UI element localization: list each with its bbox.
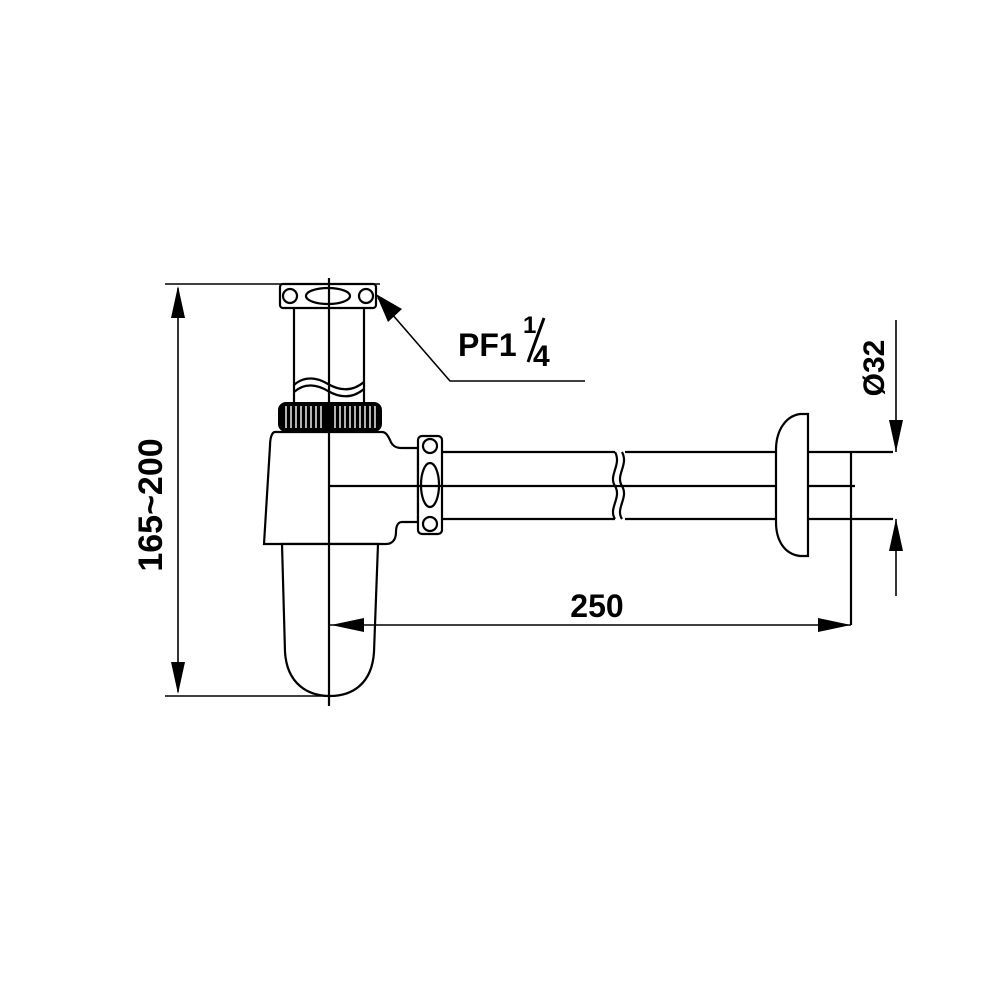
thread-callout: PF1 1 4 — [376, 294, 585, 382]
diameter-dimension: Ø32 — [858, 320, 903, 596]
thread-prefix: PF1 — [458, 327, 517, 363]
height-dimension: 165~200 — [132, 283, 380, 697]
arrow-up-icon — [889, 519, 903, 551]
fraction-slash — [526, 317, 546, 363]
thread-denominator: 4 — [533, 340, 550, 373]
inlet-flange — [278, 282, 378, 310]
height-range-label: 165~200 — [132, 438, 170, 571]
length-label: 250 — [570, 588, 623, 624]
leader-line — [377, 297, 585, 382]
arrow-down-icon — [889, 420, 903, 452]
pipe-diameter-label: Ø32 — [858, 340, 891, 397]
wall-escutcheon — [774, 412, 893, 625]
thread-numerator: 1 — [523, 312, 536, 339]
length-dimension: 250 — [330, 588, 851, 632]
arrow-down-icon — [171, 662, 185, 694]
arrow-left-icon — [331, 618, 364, 632]
trap-body — [262, 430, 420, 546]
arrow-up-icon — [171, 286, 185, 318]
leader-arrow-icon — [376, 294, 402, 322]
horizontal-pipe — [329, 450, 855, 521]
arrow-right-icon — [818, 618, 851, 632]
